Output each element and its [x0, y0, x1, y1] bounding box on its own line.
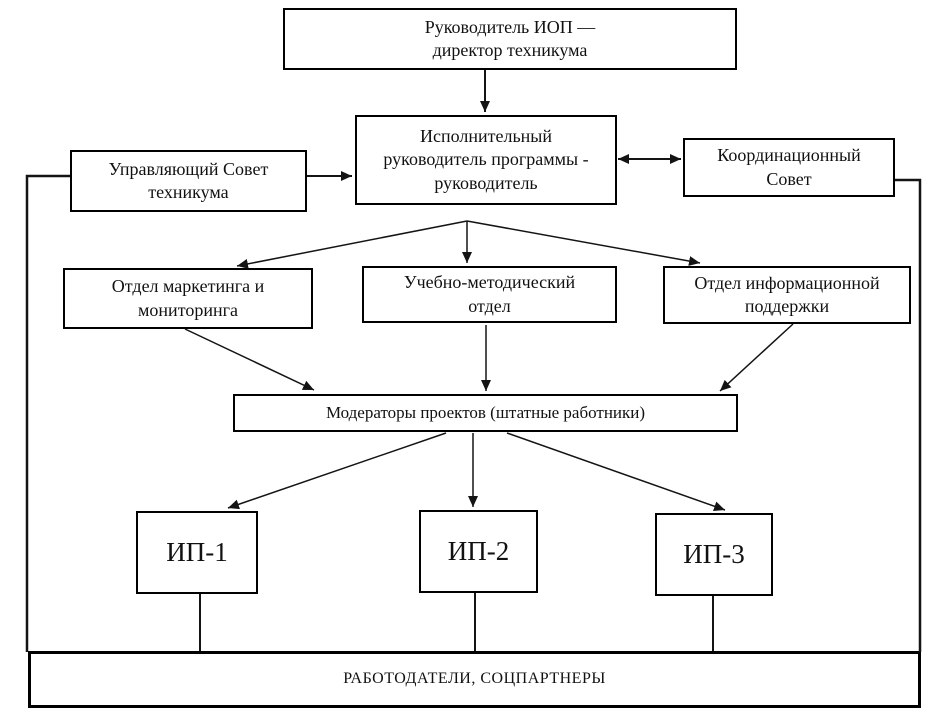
edge-dept-info-to-moderators	[719, 323, 794, 392]
node-coordination-council: Координационный Совет	[683, 138, 895, 197]
node-dept-methodical: Учебно-методический отдел	[362, 266, 617, 323]
node-project-moderators: Модераторы проектов (штатные работники)	[233, 394, 738, 432]
edge-council-left-rail-to-employers	[25, 174, 70, 652]
node-dept-marketing-monitoring: Отдел маркетинга и мониторинга	[63, 268, 313, 329]
edge-exec-to-dept-marketing	[236, 220, 468, 269]
node-executive-program-lead: Исполнительный руководитель программы - …	[355, 115, 617, 205]
edge-dept-marketing-to-moderators	[184, 328, 315, 391]
node-dept-info-support: Отдел информационной поддержки	[663, 266, 911, 324]
node-ip-1: ИП-1	[136, 511, 258, 594]
edge-moderators-to-ip3	[506, 432, 726, 512]
node-ip-2: ИП-2	[419, 510, 538, 593]
node-ip-3: ИП-3	[655, 513, 773, 596]
edge-council-right-rail-to-employers	[895, 178, 922, 652]
node-managing-council: Управляющий Совет техникума	[70, 150, 307, 212]
edge-exec-to-dept-info	[466, 220, 701, 266]
node-employers-partners: РАБОТОДАТЕЛИ, СОЦПАРТНЕРЫ	[28, 651, 921, 708]
node-director: Руководитель ИОП — директор техникума	[283, 8, 737, 70]
edge-moderators-to-ip1	[227, 432, 447, 510]
